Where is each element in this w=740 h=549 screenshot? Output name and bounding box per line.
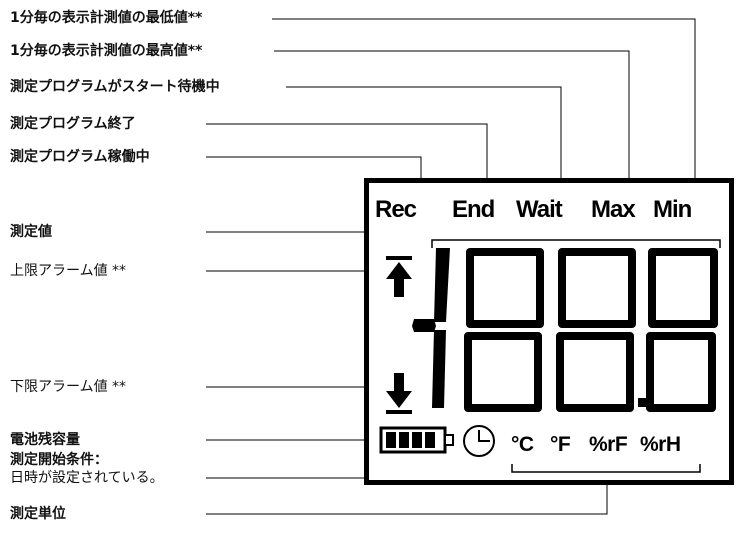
indicator-wait: Wait: [516, 196, 563, 223]
unit-bracket: [511, 464, 701, 473]
label-start-condition: 測定開始条件：: [10, 452, 108, 468]
digit-leading-one: [412, 248, 450, 408]
indicator-min: Min: [653, 196, 692, 223]
digits-bracket: [431, 239, 721, 248]
label-unit: 測定単位: [10, 506, 66, 522]
indicator-end: End: [452, 196, 495, 223]
unit-rf: %rF: [589, 433, 628, 456]
upper-alarm-arrow-icon: [386, 256, 412, 297]
leader-min: [272, 18, 696, 192]
label-min-value: 1分毎の表示計測値の最低値**: [10, 10, 203, 26]
label-wait: 測定プログラムがスタート待機中: [10, 79, 220, 95]
label-upper-alarm: 上限アラーム値 **: [10, 263, 127, 279]
label-start-condition-detail: 日時が設定されている。: [10, 470, 164, 486]
digit-eight-1: [464, 248, 544, 412]
label-measured-value: 測定値: [10, 224, 52, 240]
indicator-max: Max: [591, 196, 636, 223]
label-max-value: 1分毎の表示計測値の最高値**: [10, 43, 203, 59]
label-rec: 測定プログラム稼働中: [10, 149, 150, 165]
unit-celsius: °C: [511, 433, 534, 456]
label-end: 測定プログラム終了: [10, 116, 136, 132]
clock-icon: [463, 425, 495, 457]
label-battery: 電池残容量: [10, 432, 80, 448]
leader-max: [274, 50, 630, 192]
label-lower-alarm: 下限アラーム値 **: [10, 379, 127, 395]
lower-alarm-arrow-icon: [386, 373, 412, 414]
leader-end: [206, 123, 488, 192]
leader-wait: [286, 86, 562, 192]
digit-eight-3: [646, 248, 718, 412]
unit-fahrenheit: °F: [550, 433, 571, 456]
battery-icon: [379, 426, 454, 454]
unit-rh: %rH: [640, 433, 681, 456]
digit-eight-2: [556, 248, 636, 412]
decimal-point: [638, 398, 647, 407]
indicator-rec: Rec: [375, 196, 417, 223]
